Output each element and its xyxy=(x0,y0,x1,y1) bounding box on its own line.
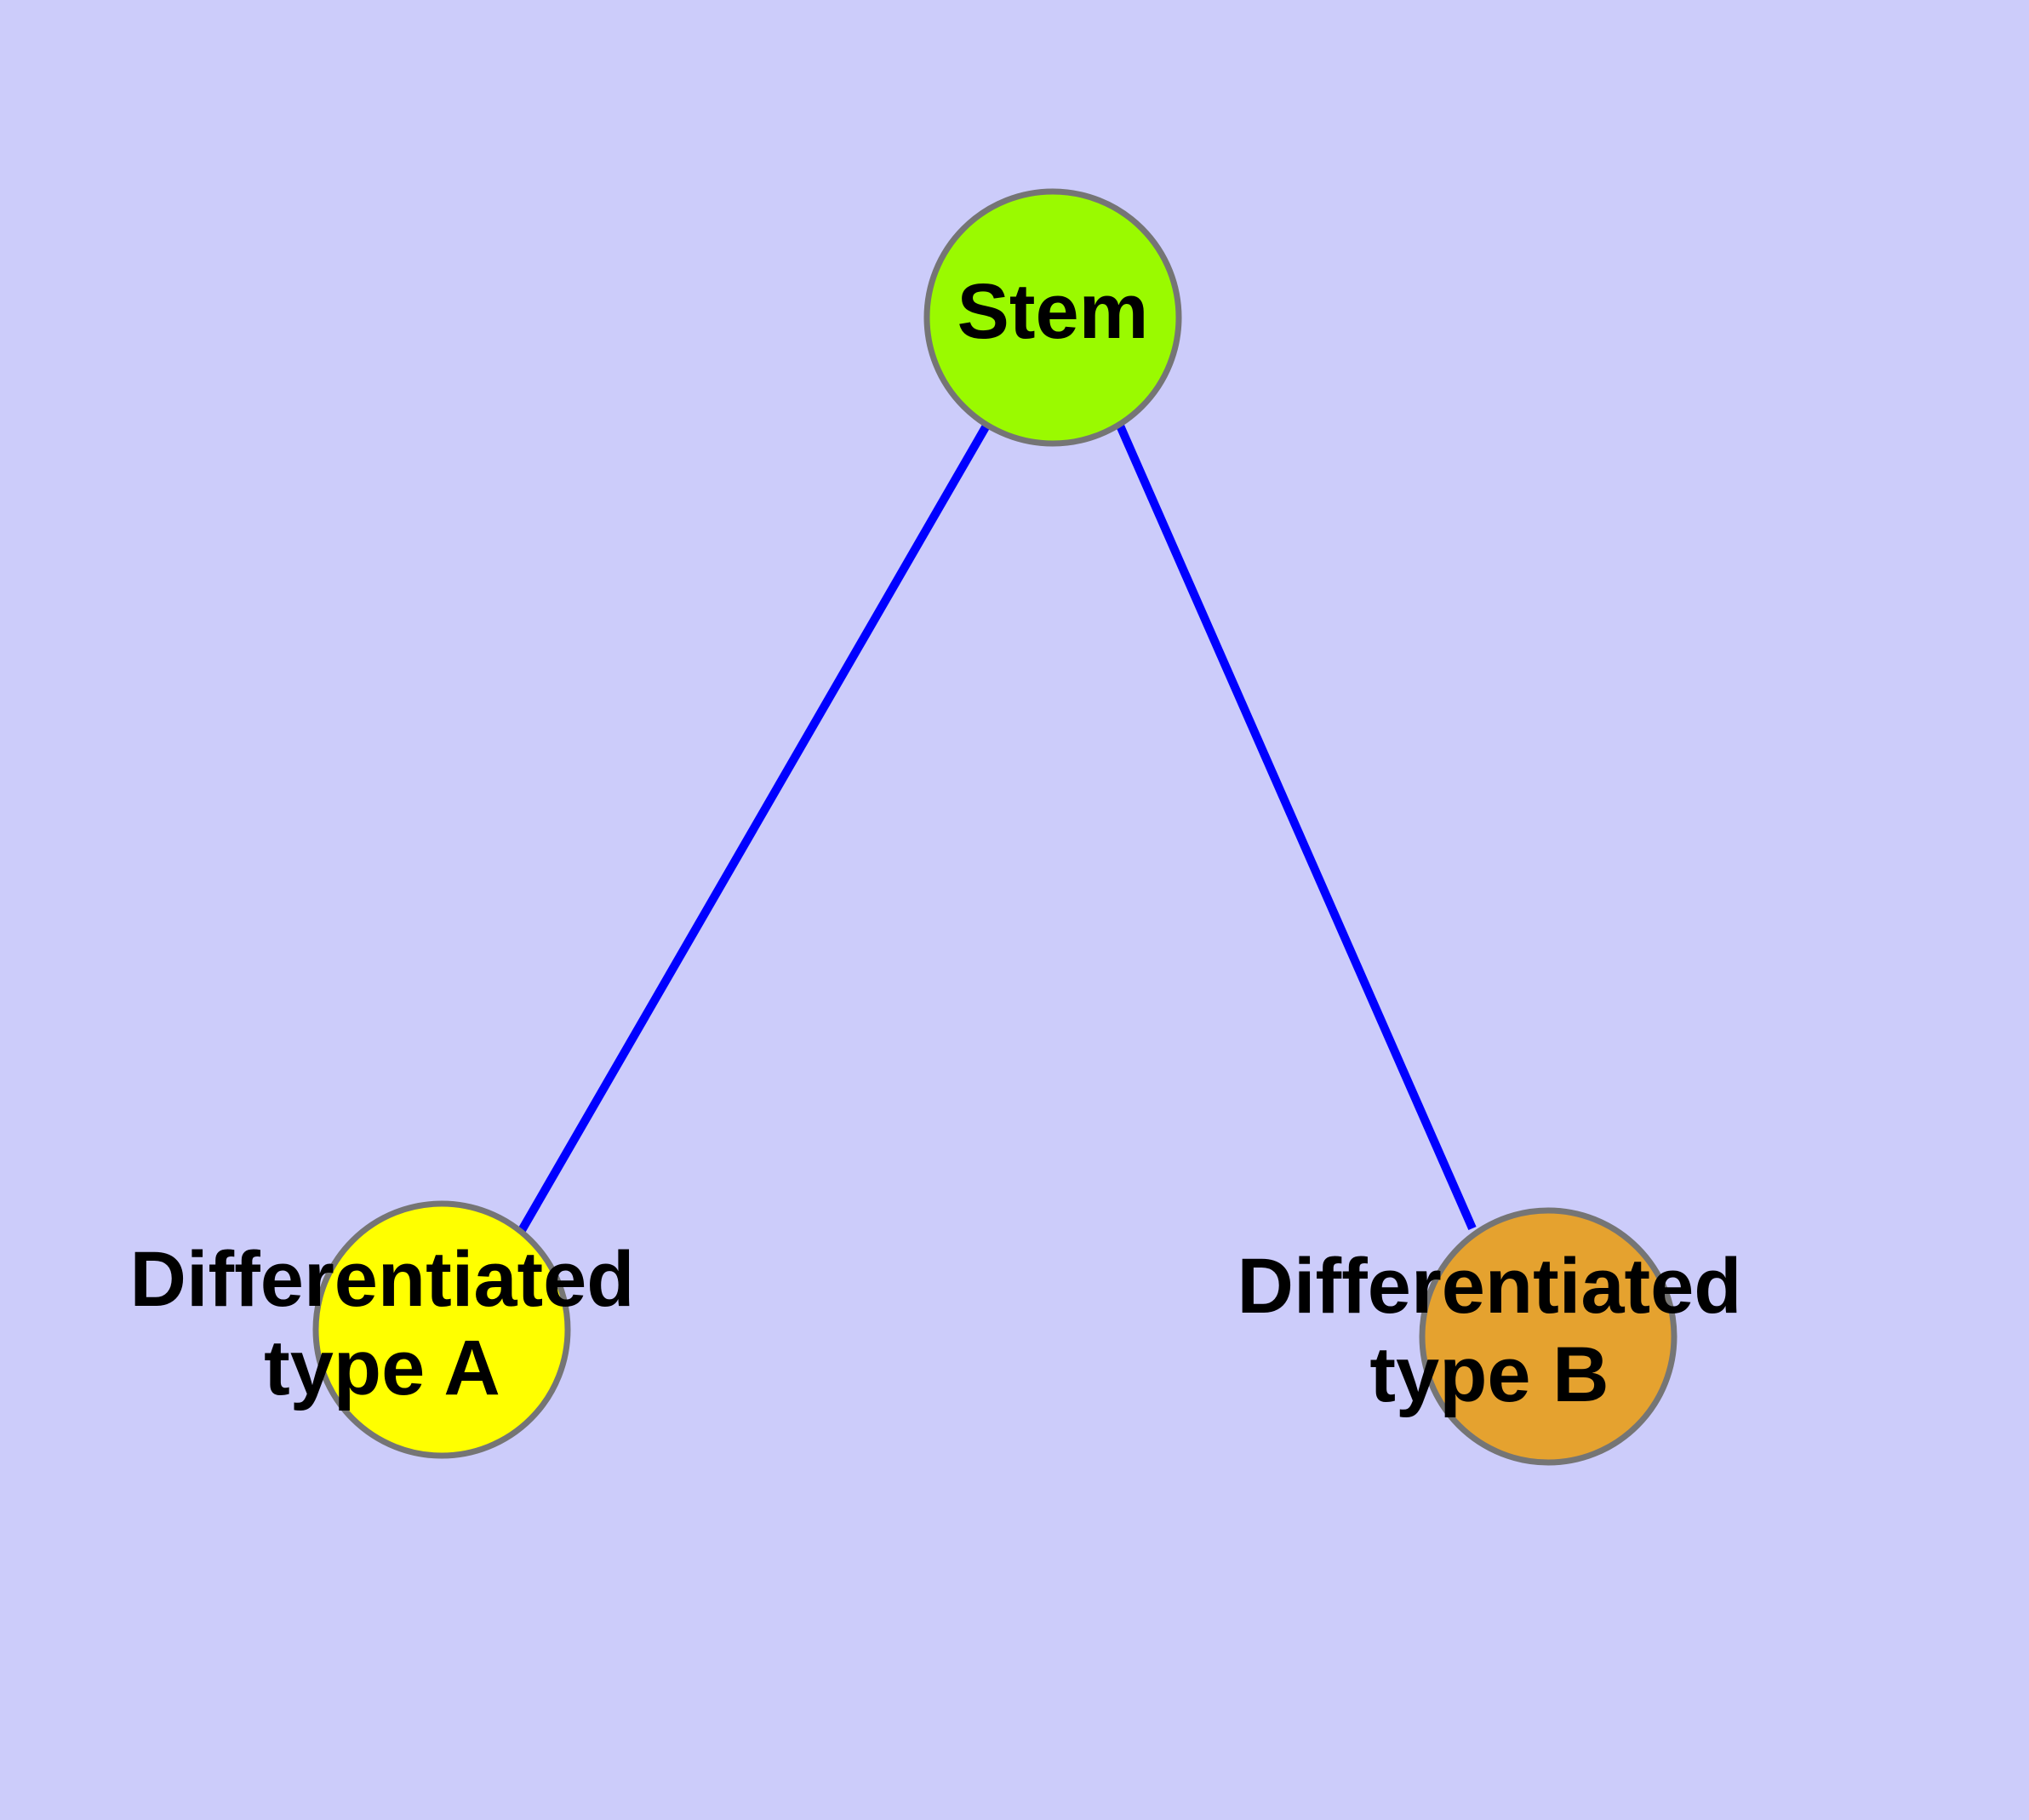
edges-layer xyxy=(517,423,1477,1234)
node-circle-stem[interactable] xyxy=(923,188,1182,447)
node-label-line: Differentiated xyxy=(1237,1243,1742,1330)
node-stem[interactable] xyxy=(923,188,1182,447)
node-circle-diff_a[interactable] xyxy=(312,1200,571,1459)
edge-stem-to-diff-b[interactable] xyxy=(1116,423,1477,1231)
node-diff_a[interactable] xyxy=(312,1200,571,1459)
node-diff_b[interactable] xyxy=(1419,1207,1677,1466)
node-label-line: Differentiated xyxy=(130,1236,635,1323)
edge-stem-to-diff-a[interactable] xyxy=(517,423,991,1234)
node-label-stem: Stem xyxy=(957,268,1149,355)
node-label-line: type B xyxy=(1369,1331,1609,1418)
node-label-line: Stem xyxy=(957,268,1149,355)
node-label-line: type A xyxy=(264,1325,500,1411)
node-circle-diff_b[interactable] xyxy=(1419,1207,1677,1466)
